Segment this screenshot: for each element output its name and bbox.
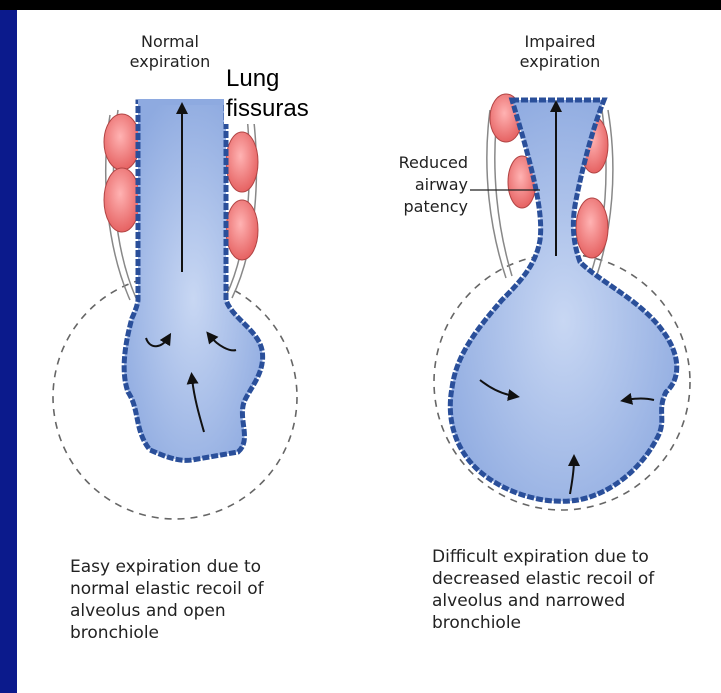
left-caption-line1: Easy expiration due to — [70, 556, 350, 578]
reduced-airway-patency-label: Reduced airway patency — [352, 152, 468, 218]
left-alveolus-1 — [104, 114, 140, 170]
right-airway — [450, 100, 676, 501]
right-caption: Difficult expiration due to decreased el… — [432, 546, 717, 634]
overlay-note-line2: fissuras — [226, 94, 309, 124]
left-caption-line2: normal elastic recoil of — [70, 578, 350, 600]
right-title-line1: Impaired — [500, 32, 620, 52]
label-line3: patency — [352, 196, 468, 218]
right-alveolus-4 — [576, 198, 608, 258]
right-caption-line3: alveolus and narrowed — [432, 590, 717, 612]
right-caption-line1: Difficult expiration due to — [432, 546, 717, 568]
label-line2: airway — [352, 174, 468, 196]
left-title-line1: Normal — [120, 32, 220, 52]
left-caption: Easy expiration due to normal elastic re… — [70, 556, 350, 644]
left-title: Normal expiration — [120, 32, 220, 72]
left-alveolus-3 — [226, 132, 258, 192]
left-caption-line3: alveolus and open — [70, 600, 350, 622]
left-caption-line4: bronchiole — [70, 622, 350, 644]
left-title-line2: expiration — [120, 52, 220, 72]
right-title-line2: expiration — [500, 52, 620, 72]
right-caption-line4: bronchiole — [432, 612, 717, 634]
left-alveolus-2 — [104, 168, 140, 232]
overlay-note: Lung fissuras — [224, 64, 311, 124]
right-caption-line2: decreased elastic recoil of — [432, 568, 717, 590]
overlay-note-line1: Lung — [226, 64, 309, 94]
right-diagram — [434, 94, 690, 510]
label-line1: Reduced — [352, 152, 468, 174]
left-diagram — [53, 102, 297, 519]
left-alveolus-4 — [226, 200, 258, 260]
right-title: Impaired expiration — [500, 32, 620, 72]
